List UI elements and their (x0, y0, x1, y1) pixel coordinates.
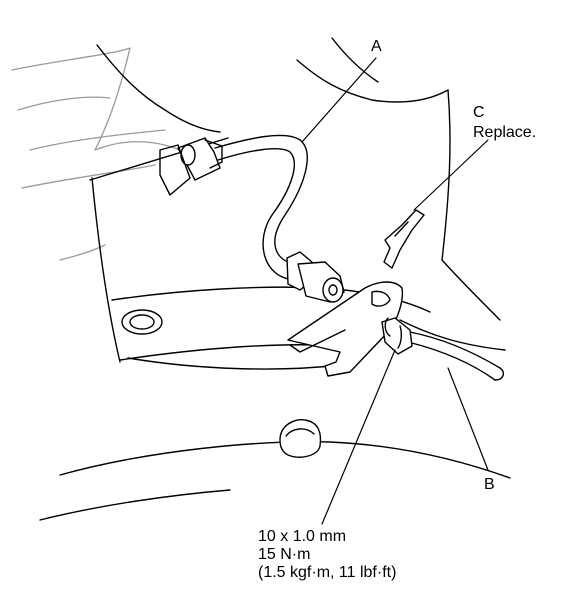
torque-nm: 15 N·m (258, 546, 311, 563)
lower-grommet (279, 418, 322, 458)
mounting-bracket (287, 281, 404, 377)
retaining-clip-c (383, 209, 425, 269)
brake-hose-a (159, 134, 345, 303)
leader-lines (301, 57, 489, 525)
brake-line-b (381, 317, 505, 381)
torque-size: 10 x 1.0 mm (258, 528, 347, 545)
leader-b (447, 367, 489, 471)
leader-a (301, 57, 377, 143)
callout-b: B (484, 476, 495, 493)
chassis-outline (39, 37, 511, 521)
leader-torque (321, 349, 396, 525)
callout-a: A (371, 38, 382, 55)
torque-spec: 10 x 1.0 mm 15 N·m (1.5 kgf·m, 11 lbf·ft… (258, 528, 396, 582)
background-body-panels (11, 47, 181, 261)
left-grommet (121, 309, 163, 335)
callout-c: C (473, 104, 485, 121)
callout-c-note: Replace. (473, 124, 537, 141)
torque-alt: (1.5 kgf·m, 11 lbf·ft) (258, 564, 397, 581)
leader-c (413, 139, 489, 211)
